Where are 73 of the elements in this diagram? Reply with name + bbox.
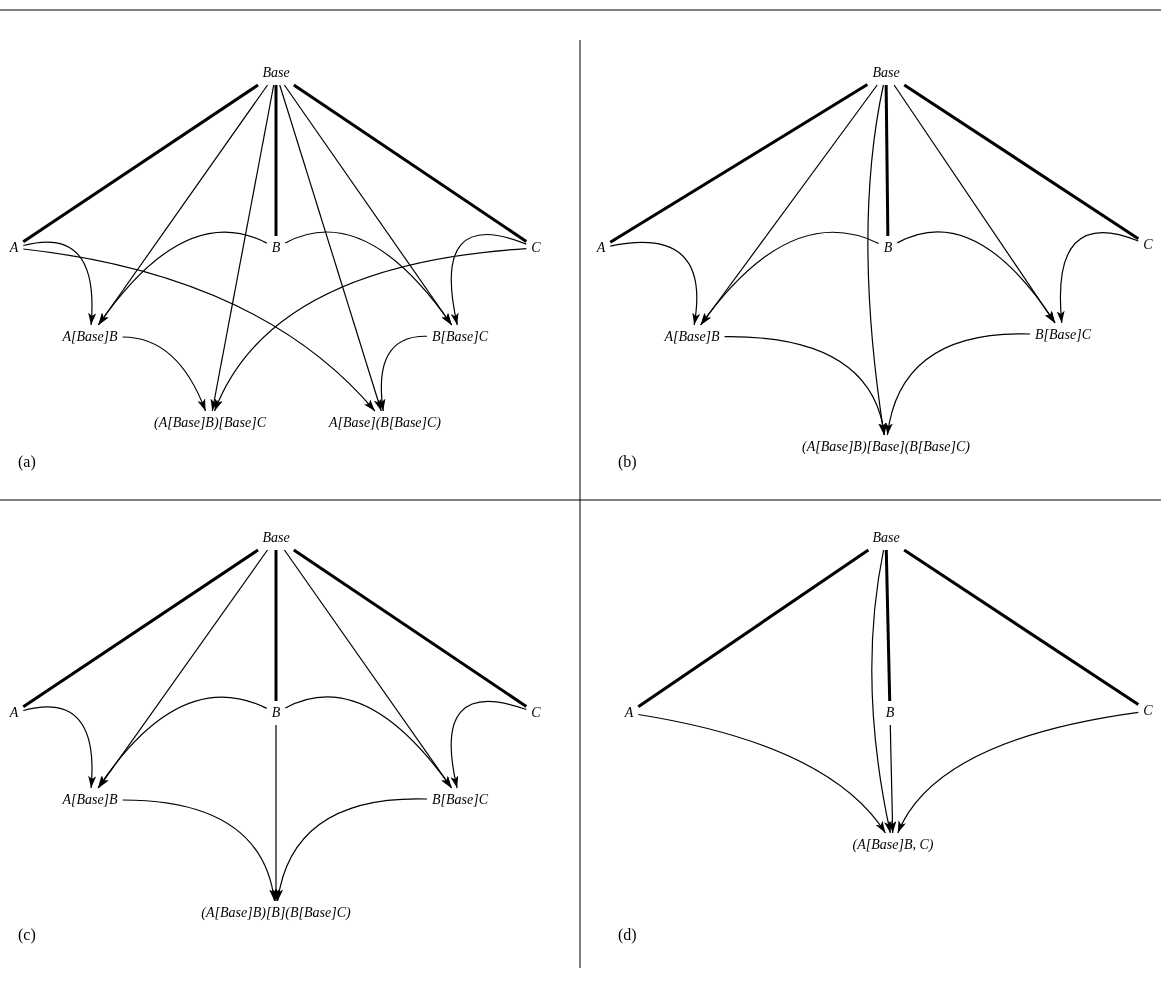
node-label: B[Base]C (430, 328, 490, 346)
connector-line (609, 83, 869, 244)
node-label: (A[Base]B)[Base]C (152, 414, 268, 432)
connector-line (903, 83, 1140, 240)
connector-line (22, 83, 259, 244)
arrow (888, 724, 897, 834)
node-label: C (529, 704, 543, 722)
arrow (122, 336, 207, 412)
arrow (97, 231, 268, 326)
arrow (22, 241, 96, 326)
node-label: Base (260, 529, 292, 547)
node-label: C (529, 239, 543, 257)
arrow (885, 333, 1031, 436)
node-label: (A[Base]B)[Base](B[Base]C) (800, 438, 972, 456)
node-label: A[Base]B (60, 328, 120, 346)
node-label: (A[Base]B)[B](B[Base]C) (199, 904, 353, 922)
connector-line (293, 548, 528, 708)
node-label: B (881, 239, 895, 257)
connector-line (637, 548, 870, 708)
arrow (377, 335, 428, 412)
node-label: Base (260, 64, 292, 82)
node-label: B (269, 239, 283, 257)
arrow (279, 84, 382, 412)
arrow (871, 549, 892, 834)
arrow (272, 724, 280, 902)
node-label: A (7, 704, 21, 722)
node-label: A (7, 239, 21, 257)
connector-line (22, 548, 259, 709)
panel-label: (b) (618, 453, 637, 471)
arrow (897, 711, 1139, 834)
connector-line (293, 83, 528, 243)
arrow (1057, 232, 1139, 324)
node-label: C (1141, 236, 1155, 254)
arrow (609, 241, 700, 326)
arrow (122, 799, 277, 902)
arrow (22, 248, 376, 412)
arrow (97, 84, 269, 326)
arrow (210, 84, 275, 412)
arrow (637, 713, 887, 834)
arrow (867, 84, 887, 436)
node-label: A (594, 239, 608, 257)
arrow (896, 231, 1056, 324)
arrow (450, 700, 527, 789)
panel-label: (a) (18, 453, 36, 471)
node-label: A (622, 704, 636, 722)
node-label: (A[Base]B, C) (850, 836, 936, 854)
connector-line (274, 550, 278, 701)
arrow (284, 231, 453, 326)
node-label: C (1141, 702, 1155, 720)
node-label: Base (870, 64, 902, 82)
node-label: B (269, 704, 283, 722)
arrow (724, 336, 887, 436)
node-label: B (883, 704, 897, 722)
arrow (700, 231, 880, 326)
arrow (213, 248, 527, 412)
connector-line (903, 548, 1140, 706)
connector-line (274, 85, 278, 236)
node-label: B[Base]C (430, 791, 490, 809)
node-label: A[Base]B (662, 328, 722, 346)
arrow (284, 696, 453, 789)
node-label: A[Base]B (60, 791, 120, 809)
connector-line (884, 549, 892, 702)
connector-line (884, 85, 890, 236)
node-label: B[Base]C (1033, 326, 1093, 344)
arrow (97, 696, 268, 789)
node-label: Base (870, 529, 902, 547)
arrow (275, 798, 428, 902)
panel-label: (c) (18, 926, 36, 944)
panel-label: (d) (618, 926, 637, 944)
arrow (22, 706, 96, 789)
arrow (450, 233, 527, 326)
arrow (97, 549, 269, 789)
node-label: A[Base](B[Base]C) (327, 414, 443, 432)
